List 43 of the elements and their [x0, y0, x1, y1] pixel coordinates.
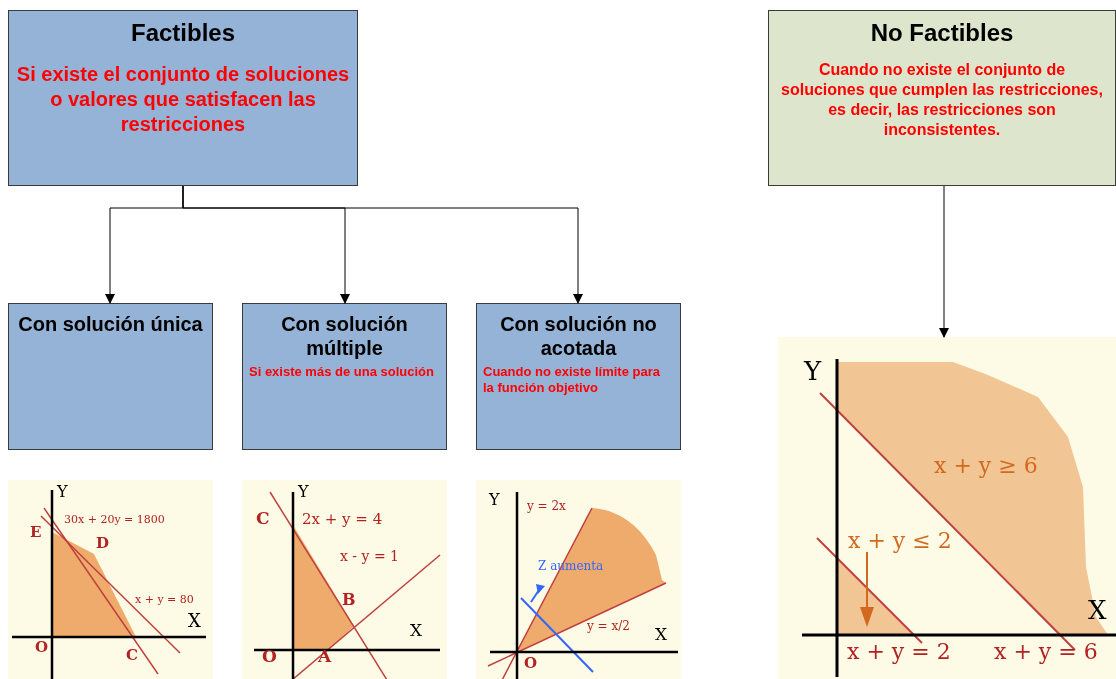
graph-label: X: [1088, 597, 1107, 623]
graph-label: x + y = 80: [135, 594, 194, 605]
graph-label: 2x + y = 4: [302, 512, 383, 527]
graph-label: X: [655, 626, 668, 643]
graph-label: x + y ≥ 6: [934, 455, 1038, 477]
graph-label: Y: [489, 492, 500, 508]
box-title: Con solución no acotada: [499, 312, 658, 360]
graph-label: A: [318, 648, 332, 665]
box-description: Si existe más de una solución: [249, 364, 435, 381]
graph-label: E: [30, 525, 42, 540]
graph-label: O: [262, 648, 277, 665]
graph-label: D: [96, 536, 109, 551]
graph-label: x + y = 6: [994, 641, 1098, 663]
category-box: [242, 303, 447, 450]
graph-label: C: [126, 648, 138, 663]
box-description: Si existe el conjunto de soluciones o valores que satisfacen las restricciones: [15, 61, 351, 137]
box-title: Con solución múltiple: [280, 312, 409, 360]
graph-label: O: [524, 656, 538, 671]
arrow: [182, 185, 583, 304]
graph-label: x + y ≤ 2: [848, 530, 952, 552]
graph-label: C: [256, 510, 270, 527]
box-title: Con solución única: [18, 312, 203, 336]
category-box: [476, 303, 681, 450]
graph-label: Y: [57, 484, 68, 500]
arrow: [939, 185, 949, 338]
graph-label: Y: [804, 358, 822, 384]
box-description: Cuando no existe límite para la función objetivo: [483, 364, 661, 397]
category-box: [8, 303, 213, 450]
graph-label: x - y = 1: [340, 549, 399, 563]
graph-label: x + y = 2: [847, 641, 951, 663]
graph-label: B: [342, 592, 356, 608]
category-box: [768, 10, 1116, 186]
graph-label: X: [188, 612, 201, 630]
box-title: Factibles: [130, 19, 235, 48]
graph-label: y = x/2: [587, 620, 630, 632]
box-description: Cuando no existe el conjunto de soluciones que cumplen las restricciones, es decir, las restricciones son inconsistentes.: [780, 59, 1104, 140]
box-title: No Factibles: [870, 19, 1014, 48]
graph-label: O: [35, 640, 49, 655]
category-box: [8, 10, 358, 186]
graph-label: X: [410, 622, 423, 639]
graph-label: Y: [298, 484, 309, 500]
graph-label: 30x + 20y = 1800: [64, 514, 165, 525]
graph-label: y = 2x: [527, 500, 566, 512]
